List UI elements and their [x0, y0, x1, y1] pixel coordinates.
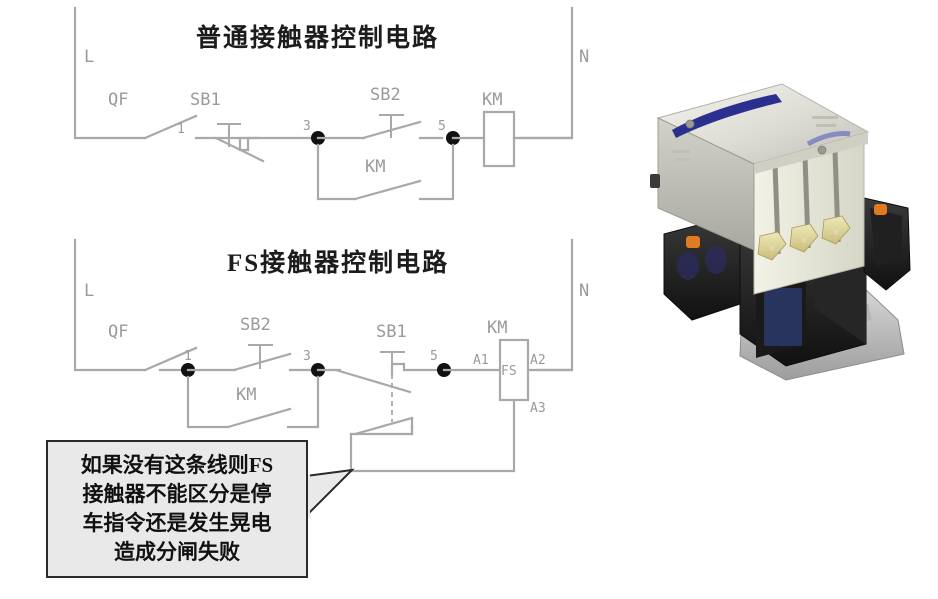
contactor-illustration	[650, 83, 911, 381]
sb1-nc-jog	[390, 362, 406, 376]
sb2-pushbutton-no-2: SB2	[232, 315, 292, 372]
orange-clip-left	[686, 236, 700, 248]
cover-screw-1	[685, 119, 695, 129]
callout-line-1: 如果没有这条线则FS	[80, 453, 274, 478]
node-label-3: 3	[303, 119, 311, 134]
callout-line-4: 造成分闸失败	[114, 539, 240, 564]
sb1-nc-bridge	[238, 136, 250, 152]
km-seal-left-leg	[316, 143, 357, 201]
node-label-1-2: 1	[184, 349, 192, 364]
rail-right-N-2	[536, 238, 574, 372]
diagram-bottom-title: FS接触器控制电路	[227, 250, 450, 277]
rail-left-label-L: L	[84, 47, 94, 67]
qf-label-2: QF	[108, 322, 128, 342]
fs-coil-block: KM FS A1 A2 A3	[442, 318, 574, 416]
sb1-pushbutton-nc: SB1	[190, 90, 265, 163]
km-seal-right-leg-2	[286, 375, 320, 429]
node-label-5: 5	[438, 119, 446, 134]
fs-coil-outer-label: KM	[487, 318, 507, 338]
km-sealin-label: KM	[365, 157, 385, 177]
km-seal-right-leg	[418, 143, 455, 201]
sb2-blade-2	[232, 352, 292, 372]
contact-carrier	[753, 137, 865, 295]
node-label-1: 1	[177, 122, 185, 137]
a3-return-wire	[349, 398, 516, 473]
nameplate	[764, 288, 802, 346]
wire-sb1-to-node5-2	[402, 362, 446, 372]
sb1-label-2: SB1	[376, 322, 407, 342]
cover-screw-2	[817, 145, 827, 155]
qf-label: QF	[108, 90, 128, 110]
brand-accent-stripe	[672, 94, 782, 138]
km-coil: KM	[451, 90, 574, 168]
km-coil-label: KM	[482, 90, 502, 110]
diagram-bottom-circuit: L N QF 1 SB2 3	[73, 238, 589, 473]
diagram-top-circuit: L N QF 1 SB1 3	[73, 6, 589, 201]
km-sealin-branch-2: KM	[186, 375, 320, 429]
node-label-3-2: 3	[303, 349, 311, 364]
sb1-no-blade	[353, 416, 414, 436]
rail-right-label-N-2: N	[579, 281, 589, 301]
km-seal-blade-2	[226, 407, 292, 429]
callout-line-3: 车指令还是发生晃电	[82, 511, 272, 535]
rail-left-L	[73, 6, 147, 140]
fs-coil-inner-label: FS	[501, 364, 517, 379]
km-sealin-branch: KM	[316, 143, 455, 201]
contactor-photo	[636, 58, 926, 388]
km-seal-blade	[353, 179, 422, 201]
terminal-label-A3: A3	[530, 401, 546, 416]
side-nub	[650, 174, 660, 188]
node-label-5-2: 5	[430, 349, 438, 364]
orange-clip-right	[874, 204, 887, 215]
km-coil-box	[482, 110, 516, 168]
km-sealin-label-2: KM	[236, 385, 256, 405]
km-seal-left-leg-2	[186, 375, 230, 429]
qf-blade	[143, 114, 198, 140]
sb2-label-2: SB2	[240, 315, 271, 335]
callout-line-2: 接触器不能区分是停	[82, 482, 272, 507]
wire-sb1no-to-a3return	[349, 416, 414, 436]
callout-pointer-triangle	[305, 468, 355, 519]
sb2-pushbutton-no: SB2	[361, 85, 422, 140]
sb2-blade	[361, 120, 422, 140]
diagram-top-title: 普通接触器控制电路	[196, 25, 440, 52]
brass-contacts	[757, 215, 851, 261]
terminal-label-A1: A1	[473, 353, 489, 368]
sb2-label: SB2	[370, 85, 401, 105]
rail-left-label-L-2: L	[84, 281, 94, 301]
right-terminal-block	[863, 197, 911, 291]
rail-right-label-N: N	[579, 47, 589, 67]
terminal-label-A2: A2	[530, 353, 546, 368]
rail-right-N	[518, 6, 574, 140]
top-cover	[656, 83, 870, 251]
sb1-nc-blade	[334, 368, 412, 394]
qf-blade-2	[143, 346, 198, 372]
callout-note-box: 如果没有这条线则FS 接触器不能区分是停 车指令还是发生晃电 造成分闸失败	[46, 440, 308, 578]
rail-left-L-2	[73, 238, 147, 372]
sb1-pushbutton-2pole: SB1	[334, 322, 414, 436]
sb1-label: SB1	[190, 90, 221, 110]
